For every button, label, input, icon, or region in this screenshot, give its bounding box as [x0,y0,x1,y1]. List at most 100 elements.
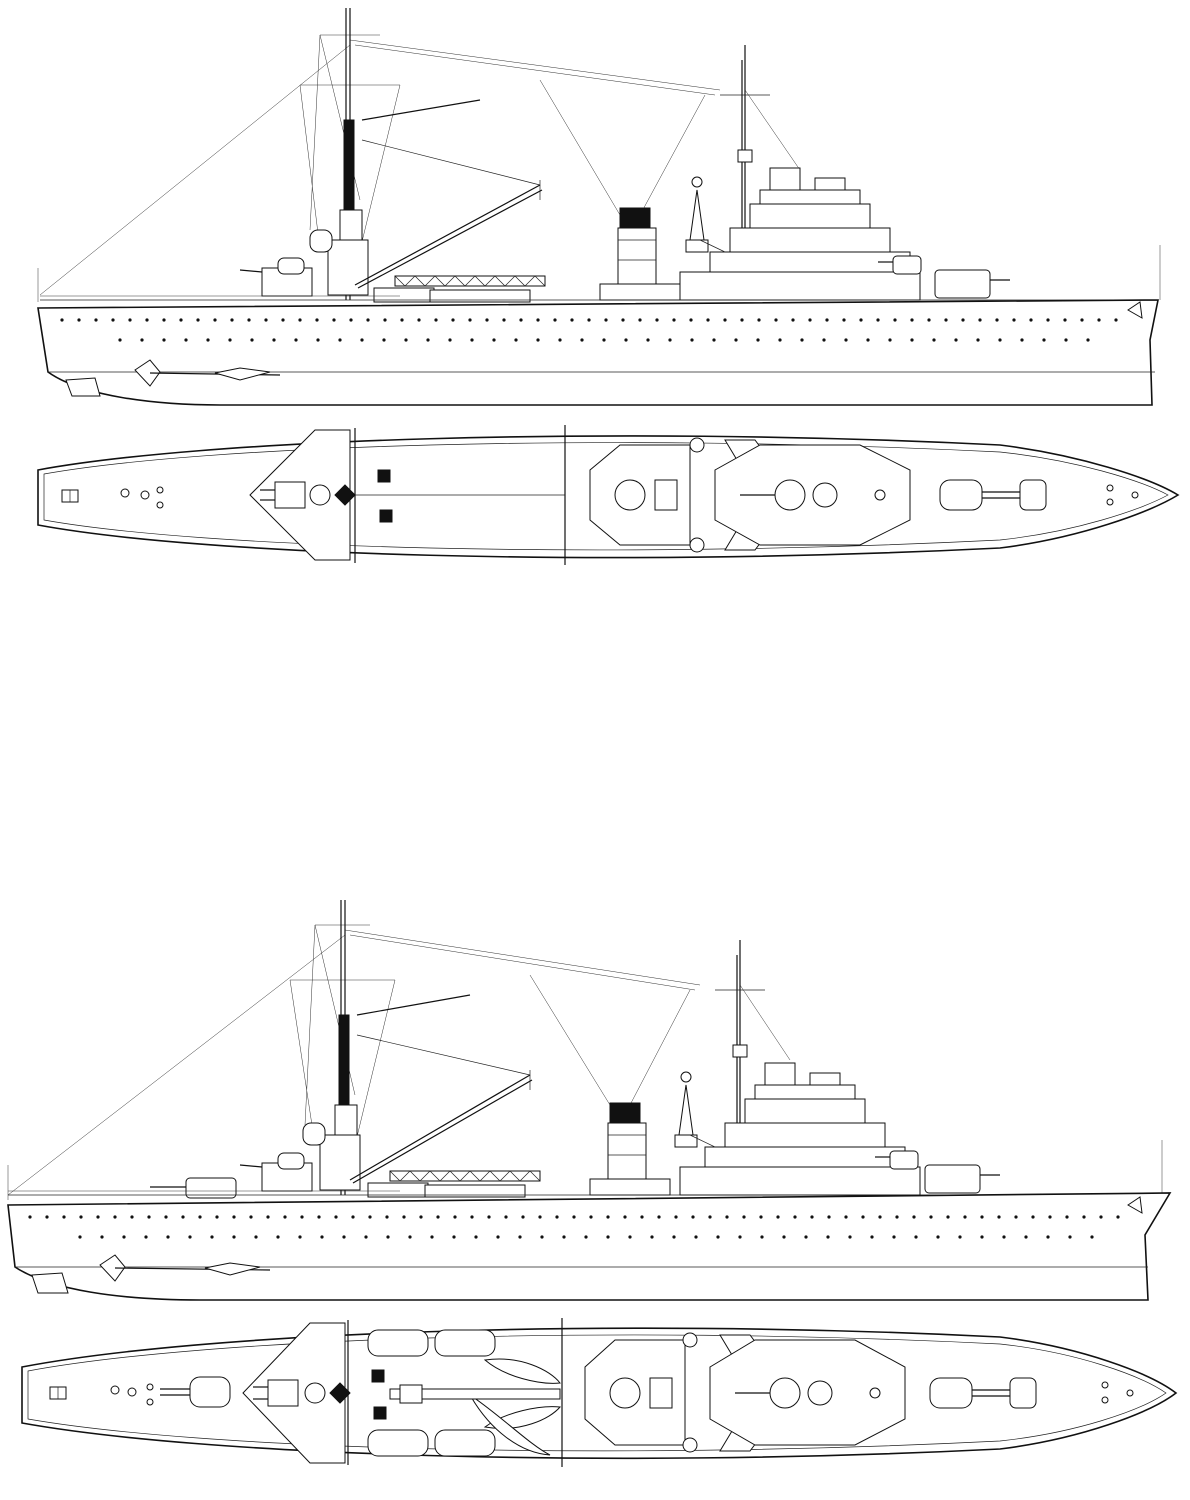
propeller-rudder [65,359,281,397]
funnel [589,1102,671,1196]
porthole [910,338,914,342]
bow-deck-details [1106,484,1139,506]
porthole [78,1235,82,1239]
porthole [995,318,999,322]
porthole [247,318,251,322]
porthole [402,1215,406,1219]
porthole [980,1215,984,1219]
porthole [774,318,778,322]
porthole [978,318,982,322]
aft-deck-details [61,486,164,509]
porthole [976,338,980,342]
porthole [538,1215,542,1219]
porthole [281,318,285,322]
aft-aa-complex [249,429,393,561]
porthole [961,318,965,322]
ship-plan-upper-svg [37,425,1180,565]
fore-mast [715,940,765,1145]
porthole [250,338,254,342]
catapult [389,1170,541,1182]
porthole [623,1215,627,1219]
porthole [62,1215,66,1219]
porthole [584,1235,588,1239]
aft-deck-details [49,1376,231,1408]
porthole [1082,1215,1086,1219]
porthole [910,318,914,322]
porthole [997,1215,1001,1219]
porthole [725,1215,729,1219]
porthole [368,1215,372,1219]
rigging [7,924,1163,1200]
porthole [164,1215,168,1219]
porthole [122,1235,126,1239]
porthole [366,318,370,322]
porthole [521,1215,525,1219]
porthole [276,1235,280,1239]
porthole [638,318,642,322]
porthole [936,1235,940,1239]
porthole [716,1235,720,1239]
porthole [587,318,591,322]
porthole [130,1215,134,1219]
porthole [738,1235,742,1239]
porthole [708,1215,712,1219]
porthole [228,338,232,342]
porthole [100,1235,104,1239]
bridge [679,1062,1000,1196]
porthole [316,338,320,342]
porthole [519,318,523,322]
porthole [1042,338,1046,342]
porthole [1114,318,1118,322]
porthole [793,1215,797,1219]
porthole [184,338,188,342]
porthole [842,318,846,322]
porthole [485,318,489,322]
porthole [674,1215,678,1219]
porthole [810,1215,814,1219]
porthole [690,338,694,342]
porthole [1012,318,1016,322]
porthole [689,318,693,322]
aft-aa-complex [242,1322,387,1464]
porthole [757,318,761,322]
porthole [518,1235,522,1239]
porthole [646,338,650,342]
porthole [570,318,574,322]
forward-superstructure [589,437,1047,553]
porthole [320,1235,324,1239]
porthole [657,1215,661,1219]
porthole [553,318,557,322]
porthole [181,1215,185,1219]
portholes-lower-row [78,1235,1094,1239]
porthole [417,318,421,322]
porthole [266,1215,270,1219]
porthole [145,318,149,322]
porthole [332,318,336,322]
porthole [1086,338,1090,342]
aircraft-crane [354,180,543,289]
porthole [514,338,518,342]
porthole [249,1215,253,1219]
porthole [198,1215,202,1219]
porthole [892,1235,896,1239]
porthole [861,1215,865,1219]
porthole [1064,338,1068,342]
porthole [474,1235,478,1239]
porthole [215,1215,219,1219]
porthole [232,1215,236,1219]
porthole [453,1215,457,1219]
porthole [827,1215,831,1219]
porthole [140,338,144,342]
ships-boats [367,1329,561,1457]
porthole [468,318,472,322]
porthole [602,338,606,342]
porthole [147,1215,151,1219]
porthole [694,1235,698,1239]
porthole [448,338,452,342]
porthole [118,338,122,342]
porthole [604,318,608,322]
porthole [144,1235,148,1239]
porthole [825,318,829,322]
porthole [300,1215,304,1219]
porthole [504,1215,508,1219]
